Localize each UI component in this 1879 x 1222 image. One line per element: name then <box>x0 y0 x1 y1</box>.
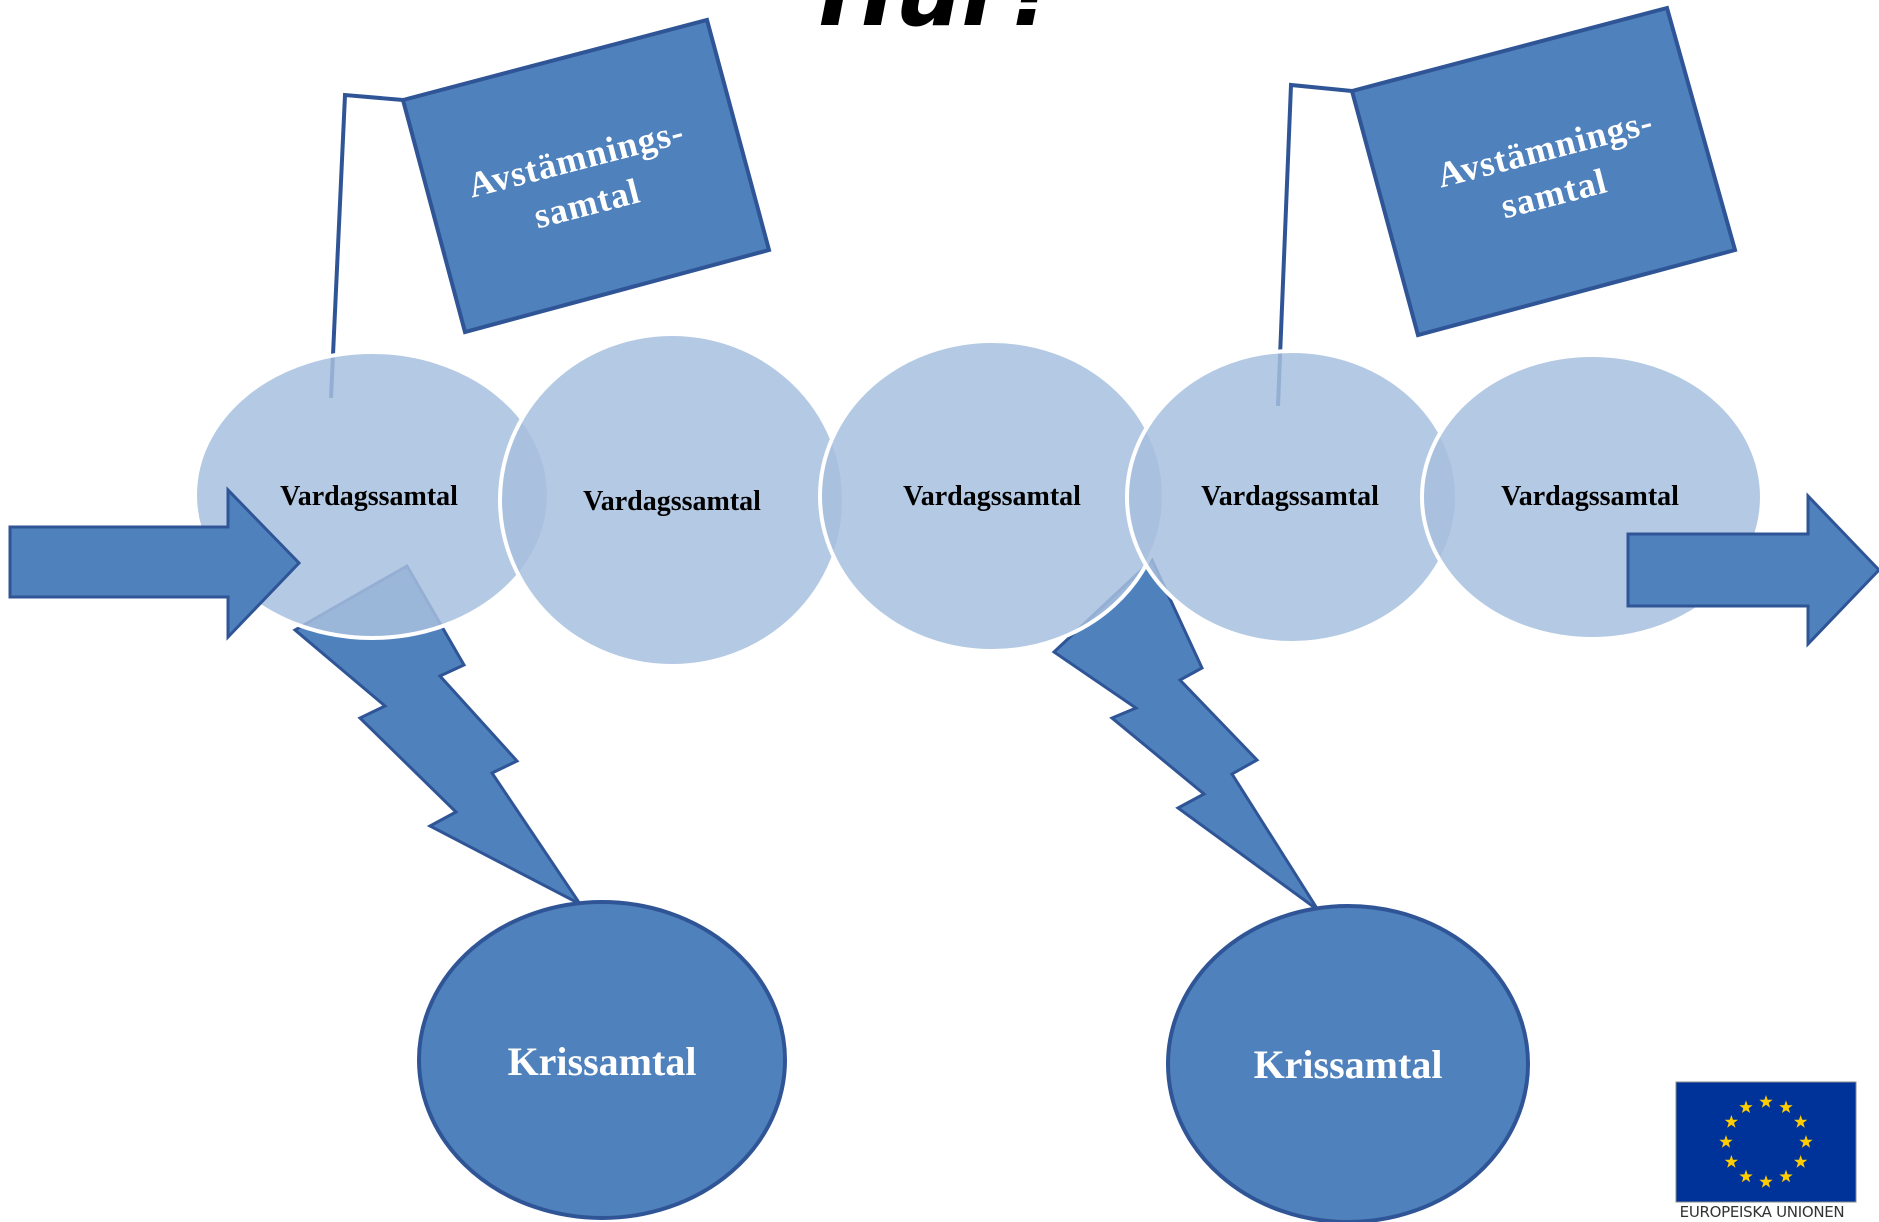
flag-box <box>400 17 772 335</box>
eu-caption: EUROPEISKA UNIONEN <box>1679 1203 1845 1221</box>
flag-pole <box>1276 82 1353 407</box>
eu-star-icon <box>1759 1095 1773 1108</box>
everyday-label: Vardagssamtal <box>903 481 1081 512</box>
eu-star-icon <box>1724 1115 1738 1128</box>
crisis-circle <box>417 900 787 1220</box>
flag-pole <box>329 92 404 399</box>
eu-flag-logo <box>1675 1081 1857 1203</box>
everyday-label: Vardagssamtal <box>1501 481 1679 512</box>
eu-star-icon <box>1779 1100 1793 1113</box>
eu-star-icon <box>1794 1155 1808 1168</box>
lightning-bolt-icon <box>292 563 582 906</box>
page-title: Hur? <box>0 0 1879 40</box>
eu-star-icon <box>1719 1135 1733 1148</box>
everyday-label: Vardagssamtal <box>280 481 458 512</box>
eu-star-icon <box>1794 1115 1808 1128</box>
lightning-bolt-icon <box>1051 557 1320 912</box>
eu-star-icon <box>1779 1169 1793 1183</box>
crisis-circle <box>1166 904 1530 1222</box>
eu-star-icon <box>1724 1155 1738 1168</box>
flag-box <box>1349 5 1738 338</box>
right-arrow-icon <box>1626 492 1879 648</box>
everyday-label: Vardagssamtal <box>583 486 761 517</box>
everyday-label: Vardagssamtal <box>1201 481 1379 512</box>
eu-star-icon <box>1759 1175 1773 1188</box>
crisis-label: Krissamtal <box>508 1039 697 1084</box>
eu-star-icon <box>1739 1100 1753 1113</box>
eu-star-icon <box>1799 1135 1813 1148</box>
crisis-label: Krissamtal <box>1254 1042 1443 1087</box>
right-arrow-icon <box>8 486 302 641</box>
eu-star-icon <box>1739 1169 1753 1183</box>
